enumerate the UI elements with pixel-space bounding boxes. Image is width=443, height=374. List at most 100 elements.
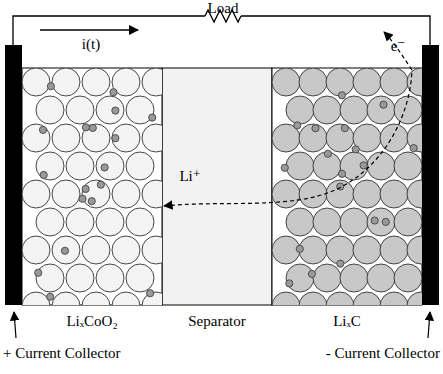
particle: [52, 236, 80, 264]
particle: [313, 264, 341, 292]
particle: [299, 292, 327, 305]
particle: [367, 264, 395, 292]
particle: [112, 292, 140, 305]
particle: [340, 264, 368, 292]
particle: [380, 292, 408, 305]
particle: [353, 180, 381, 208]
particle: [97, 181, 104, 188]
particle: [367, 208, 395, 236]
particle: [380, 236, 408, 264]
particle: [112, 236, 140, 264]
particle: [407, 236, 422, 264]
particle: [299, 68, 327, 96]
particle: [52, 124, 80, 152]
positive-collector: [5, 45, 22, 305]
particle: [394, 96, 422, 124]
particle: [281, 164, 288, 171]
separator-band: [162, 68, 272, 305]
particle: [326, 180, 354, 208]
particle: [394, 152, 422, 180]
particle: [52, 292, 80, 305]
current-label: i(t): [82, 36, 100, 53]
particle: [380, 124, 408, 152]
collector-label: + Current Collector: [3, 345, 121, 362]
particle: [79, 195, 86, 202]
particle: [142, 236, 162, 264]
particle: [40, 171, 47, 178]
particle: [66, 264, 94, 292]
electron-path: [384, 32, 412, 70]
electron-label: e⁻: [391, 38, 406, 55]
separator-label: Separator: [188, 313, 245, 330]
particle: [82, 124, 89, 131]
particle: [36, 96, 64, 124]
collector-label: - Current Collector: [326, 345, 440, 362]
particle: [352, 146, 359, 153]
particle: [341, 125, 348, 132]
particle: [66, 96, 94, 124]
particle: [272, 292, 300, 305]
particle: [296, 245, 303, 252]
particle: [22, 236, 50, 264]
particle: [394, 208, 422, 236]
particle: [313, 208, 341, 236]
particle: [286, 280, 293, 287]
particle: [394, 264, 422, 292]
particle: [142, 180, 162, 208]
particle: [299, 124, 327, 152]
cathode-region: [22, 68, 162, 305]
particle: [82, 124, 110, 152]
particle: [96, 152, 124, 180]
particle: [286, 96, 314, 124]
particle: [112, 135, 119, 142]
particle: [407, 292, 422, 305]
particle: [272, 236, 300, 264]
particle: [142, 68, 162, 96]
particle: [66, 208, 94, 236]
particle: [380, 68, 408, 96]
particle: [308, 270, 315, 277]
particle: [337, 260, 344, 267]
cathode-particles: [22, 68, 162, 305]
anode-region: [272, 68, 422, 305]
particle: [112, 124, 140, 152]
particle: [52, 68, 80, 96]
load-label: Load: [208, 0, 239, 17]
particle: [324, 150, 331, 157]
particle: [112, 107, 119, 114]
particle: [47, 293, 54, 300]
particle: [36, 152, 64, 180]
particle: [380, 101, 387, 108]
particle: [82, 185, 89, 192]
particle: [407, 124, 422, 152]
particle: [340, 96, 368, 124]
particle: [101, 164, 108, 171]
particle: [47, 83, 54, 90]
cathode-label: LiₓCoO₂: [66, 313, 117, 330]
particle: [353, 124, 381, 152]
particle: [61, 247, 68, 254]
particle: [286, 264, 314, 292]
particle: [367, 96, 395, 124]
external-wire: [13, 16, 430, 46]
particle: [35, 269, 42, 276]
particle: [36, 208, 64, 236]
anode-particles: [272, 68, 422, 305]
particle: [39, 126, 46, 133]
particle: [126, 264, 154, 292]
particle: [272, 180, 300, 208]
particle: [110, 89, 117, 96]
particle: [89, 124, 96, 131]
particle: [96, 208, 124, 236]
particle: [286, 208, 314, 236]
particle: [66, 152, 94, 180]
particle: [82, 180, 110, 208]
particle: [407, 68, 422, 96]
particle: [22, 124, 50, 152]
particle: [380, 180, 408, 208]
particle: [326, 292, 354, 305]
particle: [294, 122, 301, 129]
particle: [272, 68, 300, 96]
particle: [96, 96, 124, 124]
